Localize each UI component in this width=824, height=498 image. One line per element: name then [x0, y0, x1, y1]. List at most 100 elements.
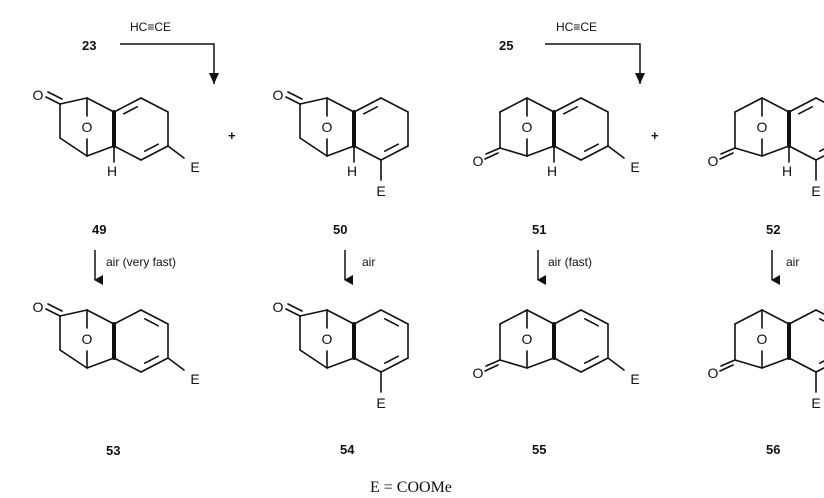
- compound-54-structure: OOE: [273, 299, 409, 411]
- reaction-arrow-right: [545, 43, 645, 84]
- carbonyl-bond: [484, 364, 499, 372]
- ester-group: E: [190, 371, 199, 387]
- carbonyl-bond: [484, 152, 499, 160]
- ring-double-bond: [380, 309, 409, 325]
- reaction-left: 23 HC≡CE: [82, 20, 219, 84]
- reaction-arrow-left: [120, 43, 219, 84]
- oxidation-step-51: air (fast): [537, 250, 592, 285]
- oxygen-bridge-atom: O: [322, 331, 333, 347]
- start-compound-25: 25: [499, 38, 513, 53]
- carbonyl-bond: [485, 147, 501, 155]
- bridgehead-bond: [326, 309, 355, 325]
- bridgehead-bond: [526, 97, 555, 113]
- carbonyl-bond: [285, 96, 301, 105]
- plus-sign-left: +: [228, 128, 236, 143]
- ester-group: E: [376, 183, 385, 199]
- bridgehead-bond: [526, 145, 555, 157]
- ring-double-bond-inner: [562, 105, 579, 115]
- compound-label-55: 55: [532, 442, 546, 457]
- ring-double-bond-inner: [143, 355, 160, 365]
- ring-double-bond-inner: [383, 143, 400, 153]
- ring-double-bond-inner: [818, 360, 824, 365]
- ring-bond: [734, 309, 763, 325]
- ring-double-bond-inner: [143, 317, 160, 327]
- compound-label-49: 49: [92, 222, 106, 237]
- ring-bond: [299, 349, 328, 369]
- ring-bond: [113, 145, 142, 161]
- ketone-oxygen: O: [33, 299, 44, 315]
- ring-double-bond: [580, 309, 609, 325]
- oxygen-bridge-atom: O: [82, 331, 93, 347]
- ester-group: E: [376, 395, 385, 411]
- ring-double-bond: [580, 145, 609, 161]
- ring-double-bond-inner: [383, 355, 400, 365]
- ester-bond: [607, 145, 625, 159]
- ring-junction-hydrogen: H: [107, 163, 117, 179]
- bridgehead-bond: [86, 145, 115, 157]
- plus-sign-right: +: [651, 128, 659, 143]
- ring-double-bond: [788, 97, 817, 113]
- oxygen-bridge-atom: O: [82, 119, 93, 135]
- compound-label-52: 52: [766, 222, 780, 237]
- ring-bond: [734, 359, 763, 369]
- ring-junction-hydrogen: H: [347, 163, 357, 179]
- bridgehead-bond: [761, 309, 790, 325]
- bridgehead-bond: [526, 309, 555, 325]
- ketone-oxygen: O: [473, 365, 484, 381]
- oxygen-bridge-atom: O: [757, 119, 768, 135]
- condition-49: air (very fast): [106, 255, 176, 269]
- ring-bond: [788, 145, 817, 161]
- carbonyl-bond: [720, 359, 736, 367]
- bridgehead-bond: [326, 357, 355, 369]
- ring-double-bond: [815, 309, 824, 316]
- ring-double-bond-inner: [122, 105, 139, 115]
- ring-bond: [553, 309, 582, 325]
- ring-bond: [113, 357, 142, 373]
- ring-double-bond: [580, 357, 609, 373]
- ring-bond: [499, 147, 528, 157]
- bridgehead-bond: [86, 357, 115, 369]
- compound-56-structure: OOE: [708, 309, 824, 411]
- ring-double-bond: [140, 309, 169, 325]
- ring-double-bond: [553, 97, 582, 113]
- ester-group: E: [630, 371, 639, 387]
- ring-bond: [59, 137, 88, 157]
- bridgehead-bond: [761, 97, 790, 113]
- reagent-left: HC≡CE: [130, 20, 171, 34]
- carbonyl-bond: [719, 152, 734, 160]
- compound-label-56: 56: [766, 442, 780, 457]
- carbonyl-bond: [287, 91, 303, 100]
- ring-bond: [734, 147, 763, 157]
- ring-double-bond: [380, 357, 409, 373]
- ring-double-bond-inner: [797, 105, 814, 115]
- bridgehead-bond: [526, 357, 555, 369]
- ring-double-bond-inner: [583, 143, 600, 153]
- ring-double-bond: [113, 97, 142, 113]
- ring-bond: [353, 145, 382, 161]
- compound-label-50: 50: [333, 222, 347, 237]
- reaction-right: 25 HC≡CE: [499, 20, 645, 84]
- compound-53-structure: O O E: [33, 299, 200, 387]
- carbonyl-bond: [485, 359, 501, 367]
- ring-bond: [499, 97, 528, 113]
- ring-double-bond: [140, 357, 169, 373]
- ring-double-bond-inner: [583, 317, 600, 327]
- ring-bond: [140, 97, 169, 113]
- ring-bond: [553, 145, 582, 161]
- ester-group: E: [630, 159, 639, 175]
- ketone-oxygen: O: [33, 87, 44, 103]
- ester-group: E: [811, 183, 820, 199]
- ring-bond: [299, 309, 328, 317]
- oxygen-bridge-atom: O: [522, 119, 533, 135]
- bridgehead-bond: [86, 97, 115, 113]
- ring-double-bond: [380, 145, 409, 161]
- ring-bond: [553, 357, 582, 373]
- carbonyl-bond: [45, 308, 61, 317]
- ring-double-bond: [815, 366, 824, 373]
- carbonyl-bond: [287, 303, 303, 312]
- ring-bond: [299, 137, 328, 157]
- ring-junction-hydrogen: H: [547, 163, 557, 179]
